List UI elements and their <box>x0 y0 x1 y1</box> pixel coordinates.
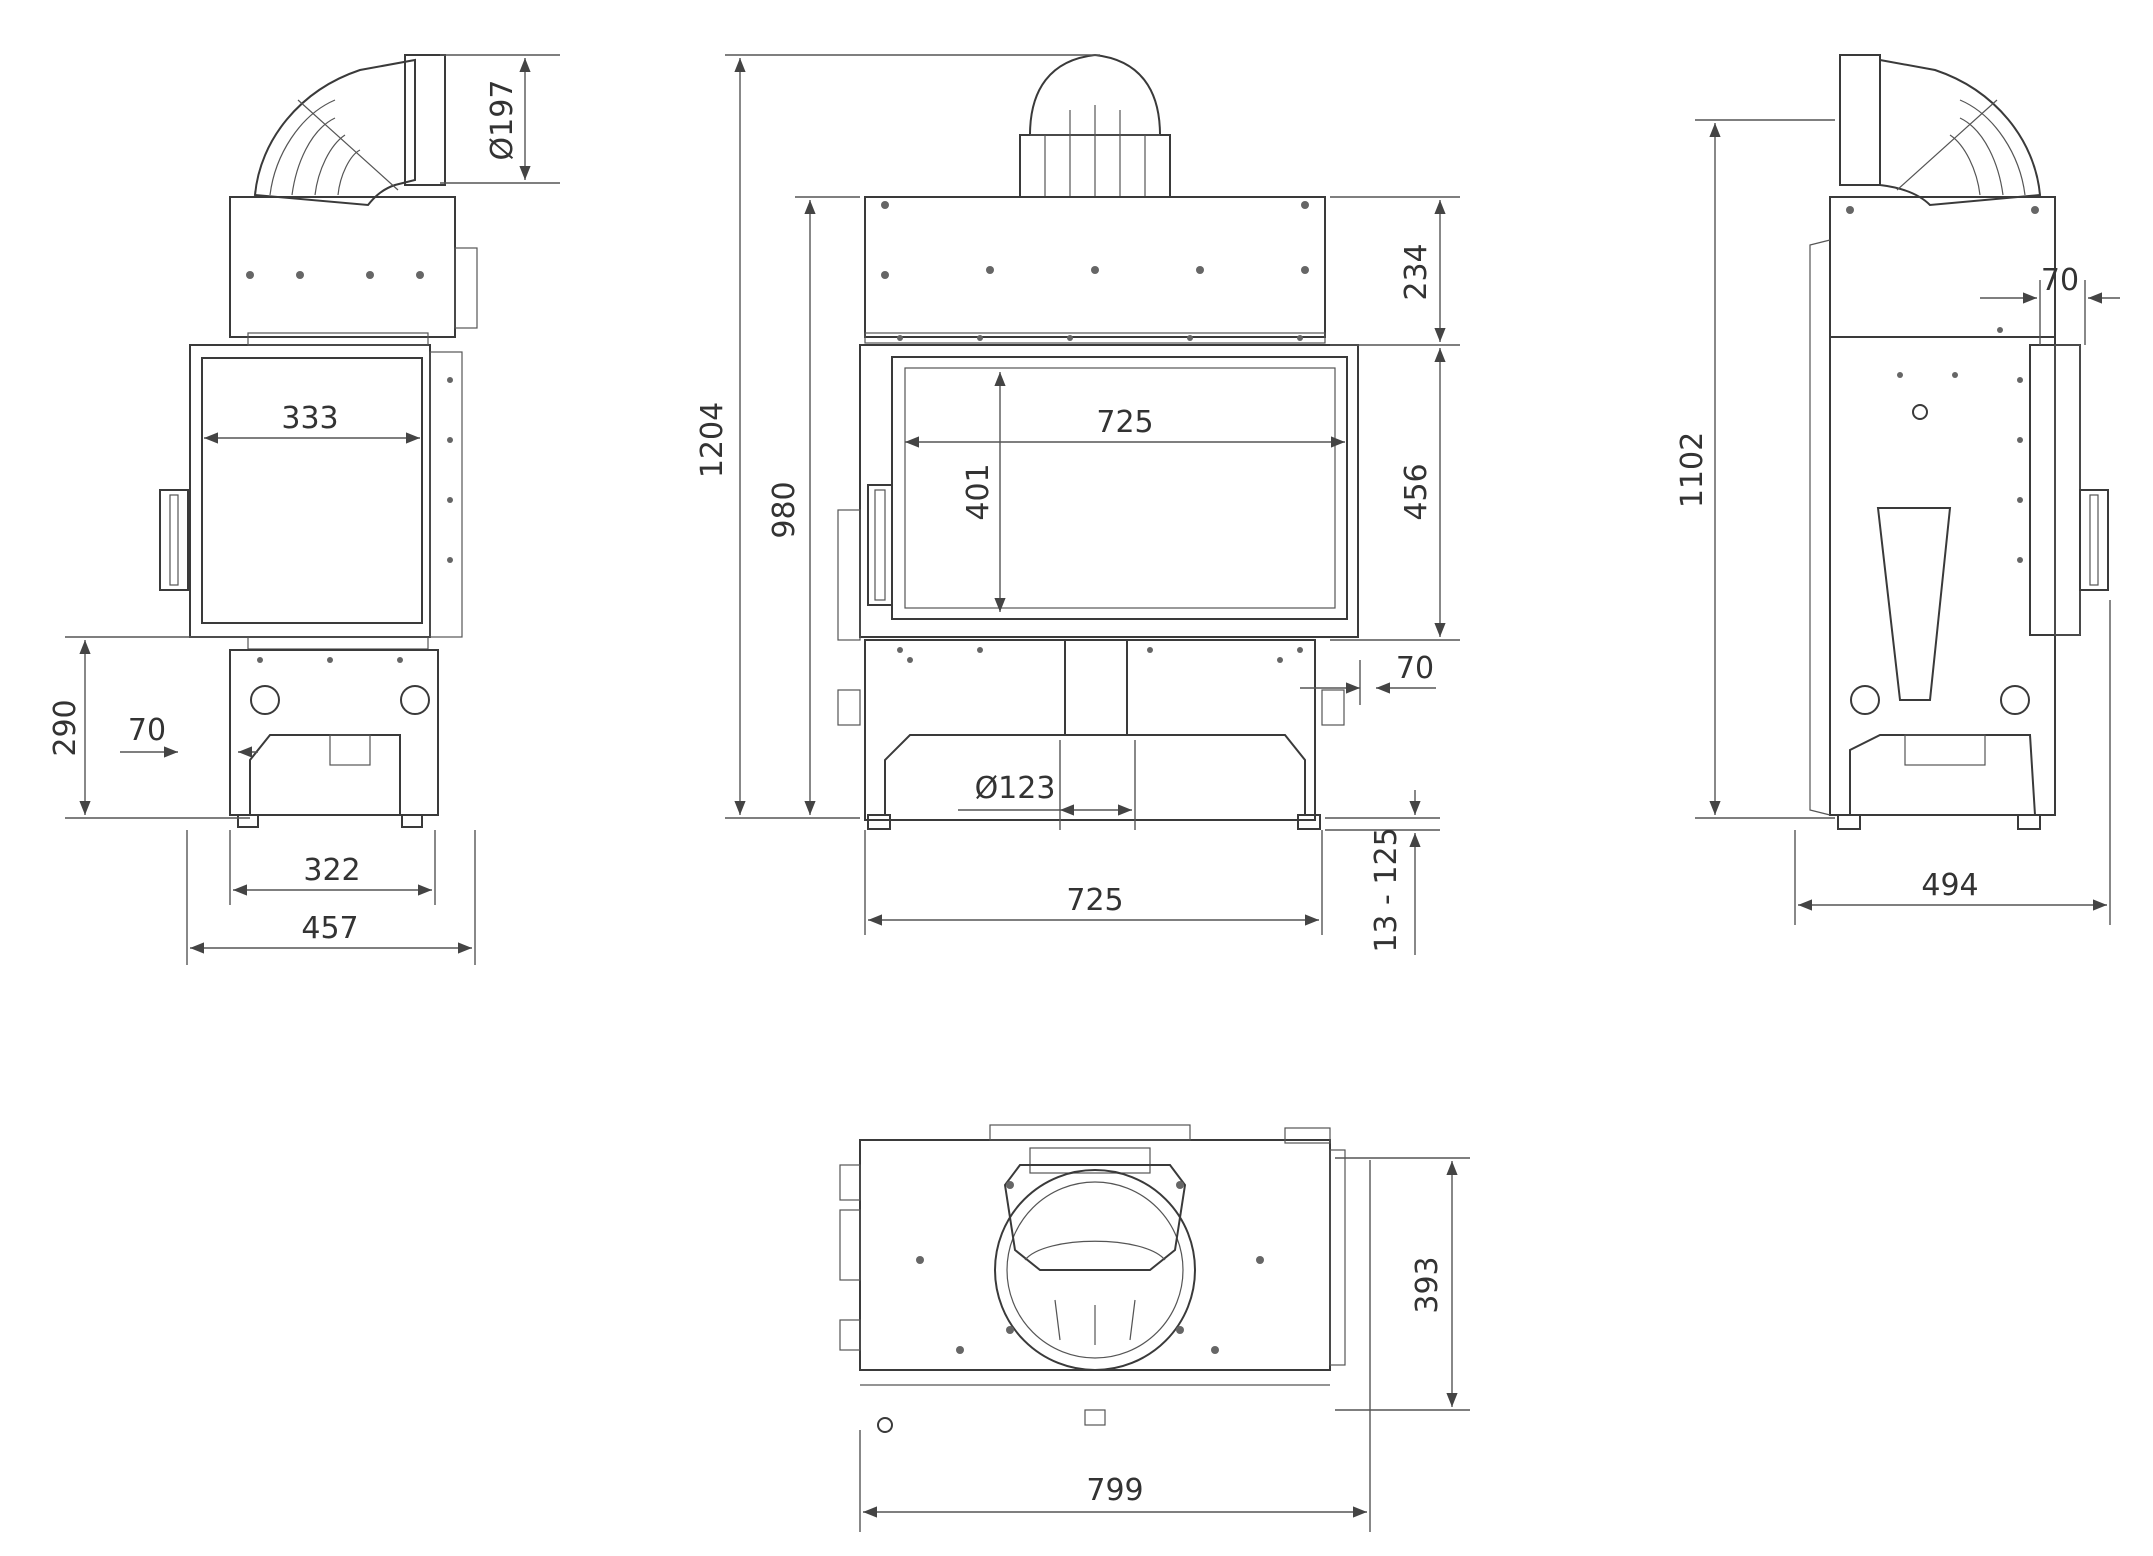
top-view-flue-ring <box>994 1164 1196 1371</box>
left-flue-diameter-label: Ø197 <box>485 80 520 161</box>
front-top-panel-height-label: 234 <box>1399 243 1434 300</box>
left-upper-body <box>229 196 456 338</box>
right-air-channel <box>1876 507 1952 701</box>
flue-elbow <box>253 54 446 207</box>
right-side-panel <box>1829 196 2056 816</box>
left-door-handle <box>159 489 189 591</box>
left-glass <box>201 357 423 624</box>
front-foot-2 <box>1297 814 1321 830</box>
front-view: 1204 980 234 456 725 401 70 Ø123 725 13 … <box>695 53 1460 955</box>
left-leg-span-label: 322 <box>303 853 360 888</box>
front-glass-height-label: 401 <box>961 463 996 520</box>
front-adjustable-feet-label: 13 - 125 <box>1369 827 1404 952</box>
right-foot-1 <box>1837 814 1861 830</box>
right-upper-body <box>1829 196 2056 338</box>
front-glass-width-label: 725 <box>1096 405 1153 440</box>
front-overall-width-label: 725 <box>1066 883 1123 918</box>
front-body-height-label: 980 <box>767 481 802 538</box>
front-upper-body <box>864 196 1326 338</box>
left-leg-offset-label: 70 <box>128 713 166 748</box>
front-air-duct <box>1064 639 1128 736</box>
front-door-offset-label: 70 <box>1396 651 1434 686</box>
right-overall-depth-label: 494 <box>1921 868 1978 903</box>
right-handle-offset-label: 70 <box>2041 263 2079 298</box>
right-foot-2 <box>2017 814 2041 830</box>
right-flue-elbow <box>1839 54 2042 207</box>
front-foot-1 <box>867 814 891 830</box>
right-side-view: 1102 70 494 <box>1675 54 2120 925</box>
right-overall-height-label: 1102 <box>1675 432 1710 508</box>
left-side-view: Ø197 333 290 70 322 457 <box>48 54 560 965</box>
front-glass <box>891 356 1348 620</box>
front-lower-body <box>864 639 1316 821</box>
right-door-handle <box>2079 489 2109 591</box>
top-depth-label: 393 <box>1410 1256 1445 1313</box>
left-foot-1 <box>237 814 259 828</box>
left-foot-2 <box>401 814 423 828</box>
left-base-height-label: 290 <box>48 699 83 756</box>
top-width-label: 799 <box>1086 1473 1143 1508</box>
front-door-handle <box>867 484 893 606</box>
front-overall-height-label: 1204 <box>695 402 730 478</box>
front-air-inlet-diameter-label: Ø123 <box>975 771 1056 806</box>
top-view: 393 799 <box>839 1124 1470 1532</box>
front-flue-collar <box>1019 53 1171 198</box>
left-glass-width-label: 333 <box>281 401 338 436</box>
front-door-height-label: 456 <box>1399 463 1434 520</box>
left-overall-width-label: 457 <box>301 911 358 946</box>
left-lower-body <box>229 649 439 816</box>
front-door-frame <box>859 344 1359 638</box>
